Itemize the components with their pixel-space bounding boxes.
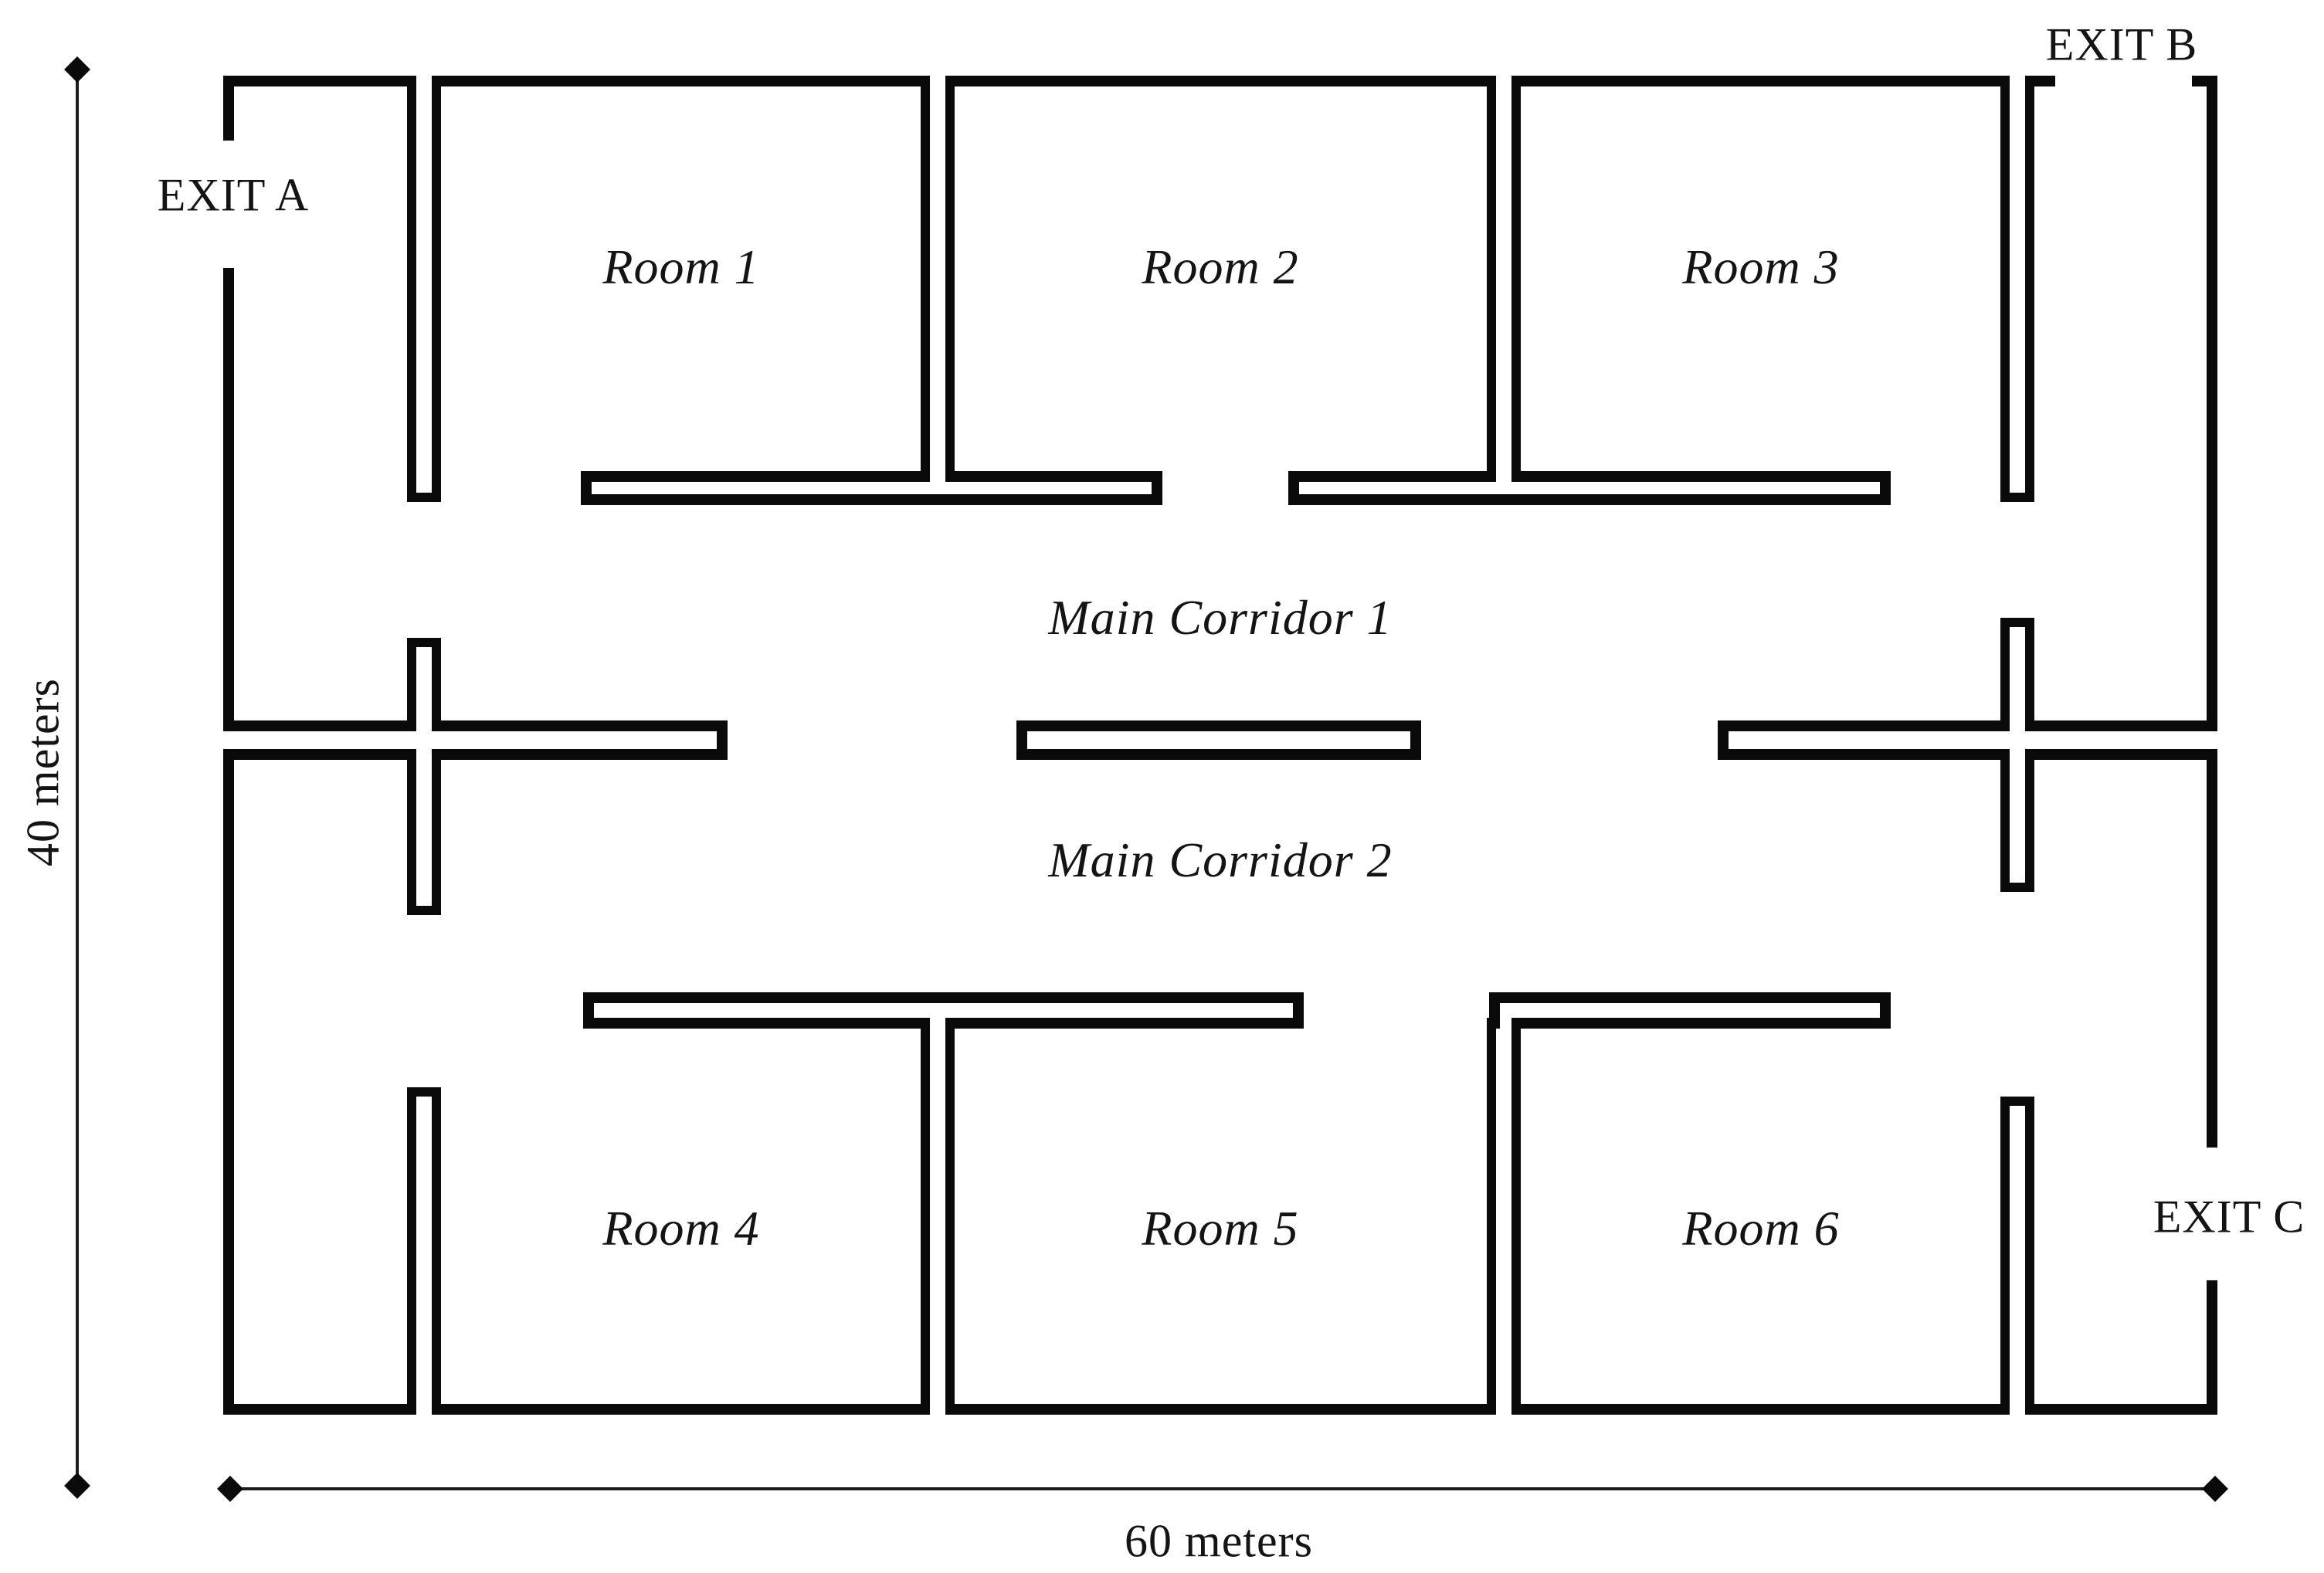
wall-segment [1511, 76, 1521, 482]
width-dimension-label: 60 meters [1125, 1515, 1313, 1567]
wall-interior [1496, 76, 1511, 486]
room-3-label: Room 3 [1682, 239, 1840, 294]
wall-segment [921, 1018, 930, 1415]
wall-segment [432, 76, 441, 502]
wall-segment [1718, 720, 2217, 731]
wall-end-cap [1293, 992, 1304, 1029]
exit-c-label: EXIT C [2153, 1191, 2305, 1242]
wall-segment [1016, 720, 1421, 731]
wall-end-cap [407, 493, 441, 502]
exit-b-label: EXIT B [2045, 19, 2198, 70]
dimension-diamond-endpoint [217, 1476, 243, 1502]
wall-interior [594, 1003, 1293, 1018]
wall-segment [432, 1087, 441, 1415]
wall-segment [223, 76, 234, 141]
wall-segment [945, 1018, 955, 1415]
wall-end-cap [407, 1087, 441, 1097]
main-corridor-1-label: Main Corridor 1 [1048, 590, 1393, 645]
wall-segment [1487, 1018, 1496, 1415]
wall-segment [432, 638, 441, 915]
wall-segment [583, 992, 1304, 1003]
wall-end-cap [1489, 992, 1500, 1029]
wall-segment [223, 268, 234, 1415]
wall-interior [930, 76, 945, 486]
wall-segment [223, 749, 728, 760]
wall-segment [407, 638, 416, 915]
wall-segment [1511, 1018, 1521, 1415]
wall-segment [1487, 76, 1496, 482]
wall-end-cap [1410, 720, 1421, 760]
wall-end-cap [1288, 471, 1299, 505]
wall-interior [1496, 1013, 1511, 1415]
wall-segment [581, 471, 1162, 482]
wall-end-cap [2000, 618, 2034, 627]
wall-interior [2010, 627, 2025, 883]
room-2-label: Room 2 [1142, 239, 1299, 294]
wall-interior [416, 647, 432, 906]
wall-end-cap [717, 720, 728, 760]
wall-interior [592, 482, 1152, 494]
wall-segment [2000, 76, 2010, 502]
dimension-line [229, 1487, 2215, 1490]
wall-segment [921, 76, 930, 482]
wall-end-cap [581, 471, 592, 505]
wall-interior [1299, 482, 1880, 494]
wall-end-cap [407, 638, 441, 647]
room-6-label: Room 6 [1682, 1201, 1840, 1256]
wall-segment [1016, 749, 1421, 760]
wall-segment [1288, 494, 1891, 505]
wall-interior [930, 1013, 945, 1415]
wall-segment [223, 1404, 2217, 1415]
wall-end-cap [1880, 992, 1891, 1029]
wall-segment [223, 720, 728, 731]
wall-end-cap [1718, 720, 1729, 760]
wall-end-cap [407, 906, 441, 915]
wall-end-cap [2000, 883, 2034, 892]
room-5-label: Room 5 [1142, 1201, 1299, 1256]
room-4-label: Room 4 [602, 1201, 760, 1256]
dimension-diamond-endpoint [64, 1473, 90, 1499]
wall-segment [2207, 76, 2217, 1148]
wall-end-cap [1880, 471, 1891, 505]
wall-segment [2025, 1097, 2034, 1415]
wall-interior [1027, 731, 1410, 749]
exit-a-label: EXIT A [157, 169, 310, 221]
wall-interior [1500, 1003, 1880, 1018]
wall-end-cap [1152, 471, 1162, 505]
dimension-diamond-endpoint [2202, 1476, 2228, 1502]
wall-segment [223, 76, 2055, 86]
wall-interior [1729, 731, 2217, 749]
wall-interior [223, 731, 717, 749]
wall-segment [407, 1087, 416, 1415]
wall-interior [416, 76, 432, 493]
wall-segment [1718, 749, 2217, 760]
wall-segment [2207, 1280, 2217, 1415]
wall-end-cap [583, 992, 594, 1029]
wall-segment [2025, 76, 2034, 502]
wall-segment [1489, 1018, 1891, 1029]
dimension-line [76, 68, 79, 1486]
wall-segment [945, 76, 955, 482]
wall-segment [1288, 471, 1891, 482]
wall-end-cap [1016, 720, 1027, 760]
wall-segment [2000, 1097, 2010, 1415]
dimension-diamond-endpoint [64, 56, 90, 83]
height-dimension-label: 40 meters [17, 678, 69, 866]
room-1-label: Room 1 [602, 239, 760, 294]
wall-interior [2010, 1106, 2025, 1415]
wall-segment [1489, 992, 1891, 1003]
main-corridor-2-label: Main Corridor 2 [1048, 832, 1393, 887]
wall-end-cap [2000, 1097, 2034, 1106]
wall-interior [2010, 76, 2025, 493]
wall-end-cap [2000, 493, 2034, 502]
wall-segment [581, 494, 1162, 505]
wall-interior [416, 1097, 432, 1415]
wall-segment [407, 76, 416, 502]
